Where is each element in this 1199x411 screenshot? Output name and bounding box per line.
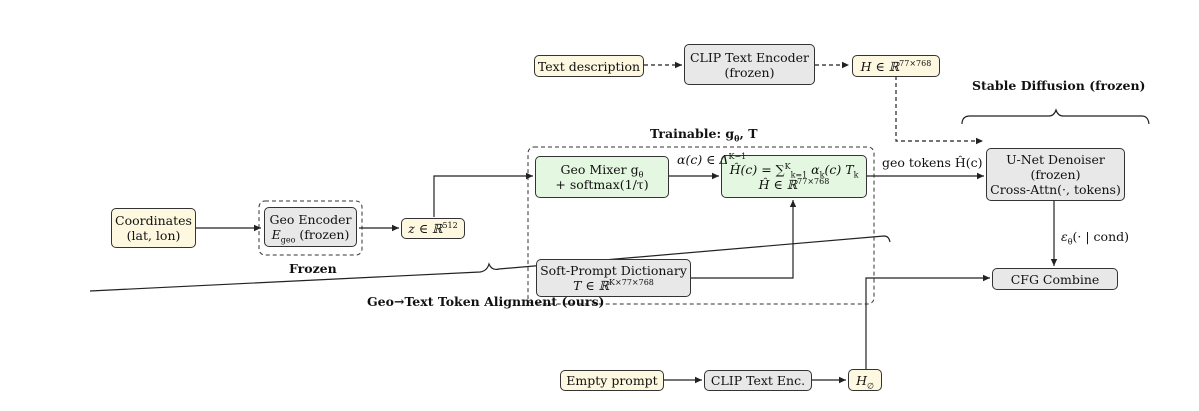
h-text-sup: 77×768 [899, 58, 932, 68]
clip-text-encoder-title: CLIP Text Encoder [689, 49, 810, 65]
h-hat-sum-sup: K [784, 161, 791, 171]
edge-hempty-to-cfg [865, 274, 990, 369]
soft-prompt-dictionary-node: Soft-Prompt Dictionary T ∈ ℝK×77×768 [536, 259, 691, 297]
soft-prompt-title: Soft-Prompt Dictionary [540, 263, 687, 278]
text-description-node: Text description [534, 55, 644, 77]
geo-tokens-label: geo tokens Ĥ(c) [882, 155, 983, 170]
frozen-label: Frozen [289, 261, 337, 276]
alignment-brace [89, 235, 891, 292]
trainable-group-box [527, 146, 875, 305]
epsilon-sub: θ [1067, 237, 1073, 247]
soft-prompt-sup: K×77×768 [609, 277, 654, 287]
alpha-label: α(c) ∈ ΔK−1 [677, 152, 746, 167]
clip-text-enc-label: CLIP Text Enc. [710, 373, 806, 388]
geo-encoder-title: Geo Encoder [269, 212, 352, 227]
h-text-label: H ∈ ℝ [860, 58, 900, 74]
z-vector-label: z ∈ ℝ [408, 221, 443, 236]
z-vector-node: z ∈ ℝ512 [401, 218, 465, 239]
alpha-text: α(c) ∈ Δ [677, 152, 729, 167]
h-empty-sub: ∅ [866, 381, 874, 390]
h-hat-alpha-sub: k [819, 170, 825, 179]
epsilon-rest: (· | cond) [1072, 229, 1130, 244]
h-hat-tk: (c) T [824, 161, 854, 177]
unet-title: U-Net Denoiser [1006, 152, 1105, 167]
epsilon-label: εθ(· | cond) [1061, 229, 1130, 247]
h-text-node: H ∈ ℝ77×768 [852, 55, 940, 77]
geo-mixer-title: Geo Mixer g [560, 162, 639, 177]
alpha-sup: K−1 [728, 151, 747, 161]
geo-mixer-sub: θ [638, 170, 644, 180]
geo-encoder-frozen: (frozen) [295, 227, 350, 242]
trainable-rest: , T [739, 126, 758, 141]
h-empty-node: H∅ [848, 369, 882, 391]
h-hat-dim: Ĥ ∈ ℝ [758, 176, 798, 192]
trainable-text: Trainable: g [650, 126, 735, 141]
h-empty-label: H [856, 372, 867, 388]
stable-diffusion-label: Stable Diffusion (frozen) [972, 78, 1146, 93]
h-hat-sum-sub: k=1 [790, 170, 808, 179]
cfg-combine-node: CFG Combine [992, 268, 1118, 290]
h-hat-alpha: α [807, 161, 820, 177]
clip-text-encoder-node: CLIP Text Encoder (frozen) [684, 44, 815, 85]
alignment-label: Geo→Text Token Alignment (ours) [367, 294, 605, 309]
coordinates-title: Coordinates [115, 213, 192, 228]
unet-cross-attn: Cross-Attn(·, tokens) [990, 182, 1121, 197]
z-vector-sup: 512 [442, 220, 458, 230]
cfg-combine-label: CFG Combine [1010, 271, 1100, 287]
h-hat-tk-sub: k [853, 170, 859, 179]
empty-prompt-node: Empty prompt [560, 370, 664, 391]
coordinates-node: Coordinates (lat, lon) [111, 208, 196, 248]
h-hat-eq: Ĥ(c) = ∑ [729, 161, 785, 177]
geo-encoder-e: E [271, 227, 281, 242]
geo-encoder-sub: geo [280, 235, 296, 245]
trainable-sub: θ [734, 133, 740, 144]
trainable-label: Trainable: gθ, T [650, 126, 758, 144]
edge-z-to-mixer [433, 172, 533, 217]
geo-mixer-softmax: + softmax(1/τ) [555, 177, 649, 192]
text-description-label: Text description [537, 58, 641, 74]
unet-frozen: (frozen) [1030, 167, 1081, 182]
coordinates-sub: (lat, lon) [126, 228, 181, 243]
clip-text-enc-node: CLIP Text Enc. [704, 370, 812, 391]
epsilon-text: ε [1061, 229, 1068, 244]
unet-denoiser-node: U-Net Denoiser (frozen) Cross-Attn(·, to… [986, 148, 1125, 201]
stable-diffusion-brace [961, 108, 1150, 125]
geo-mixer-node: Geo Mixer gθ + softmax(1/τ) [535, 156, 669, 198]
h-hat-dim-sup: 77×768 [797, 176, 830, 186]
empty-prompt-label: Empty prompt [566, 373, 658, 388]
clip-text-encoder-frozen: (frozen) [724, 64, 775, 80]
geo-encoder-node: Geo Encoder Egeo (frozen) [264, 207, 357, 247]
edge-h-to-unet [895, 76, 983, 145]
h-hat-node: Ĥ(c) = ∑Kk=1 αk(c) Tk Ĥ ∈ ℝ77×768 [721, 155, 867, 198]
soft-prompt-dim: T ∈ ℝ [573, 278, 610, 293]
edge-softprompt-to-hhat [691, 200, 797, 279]
